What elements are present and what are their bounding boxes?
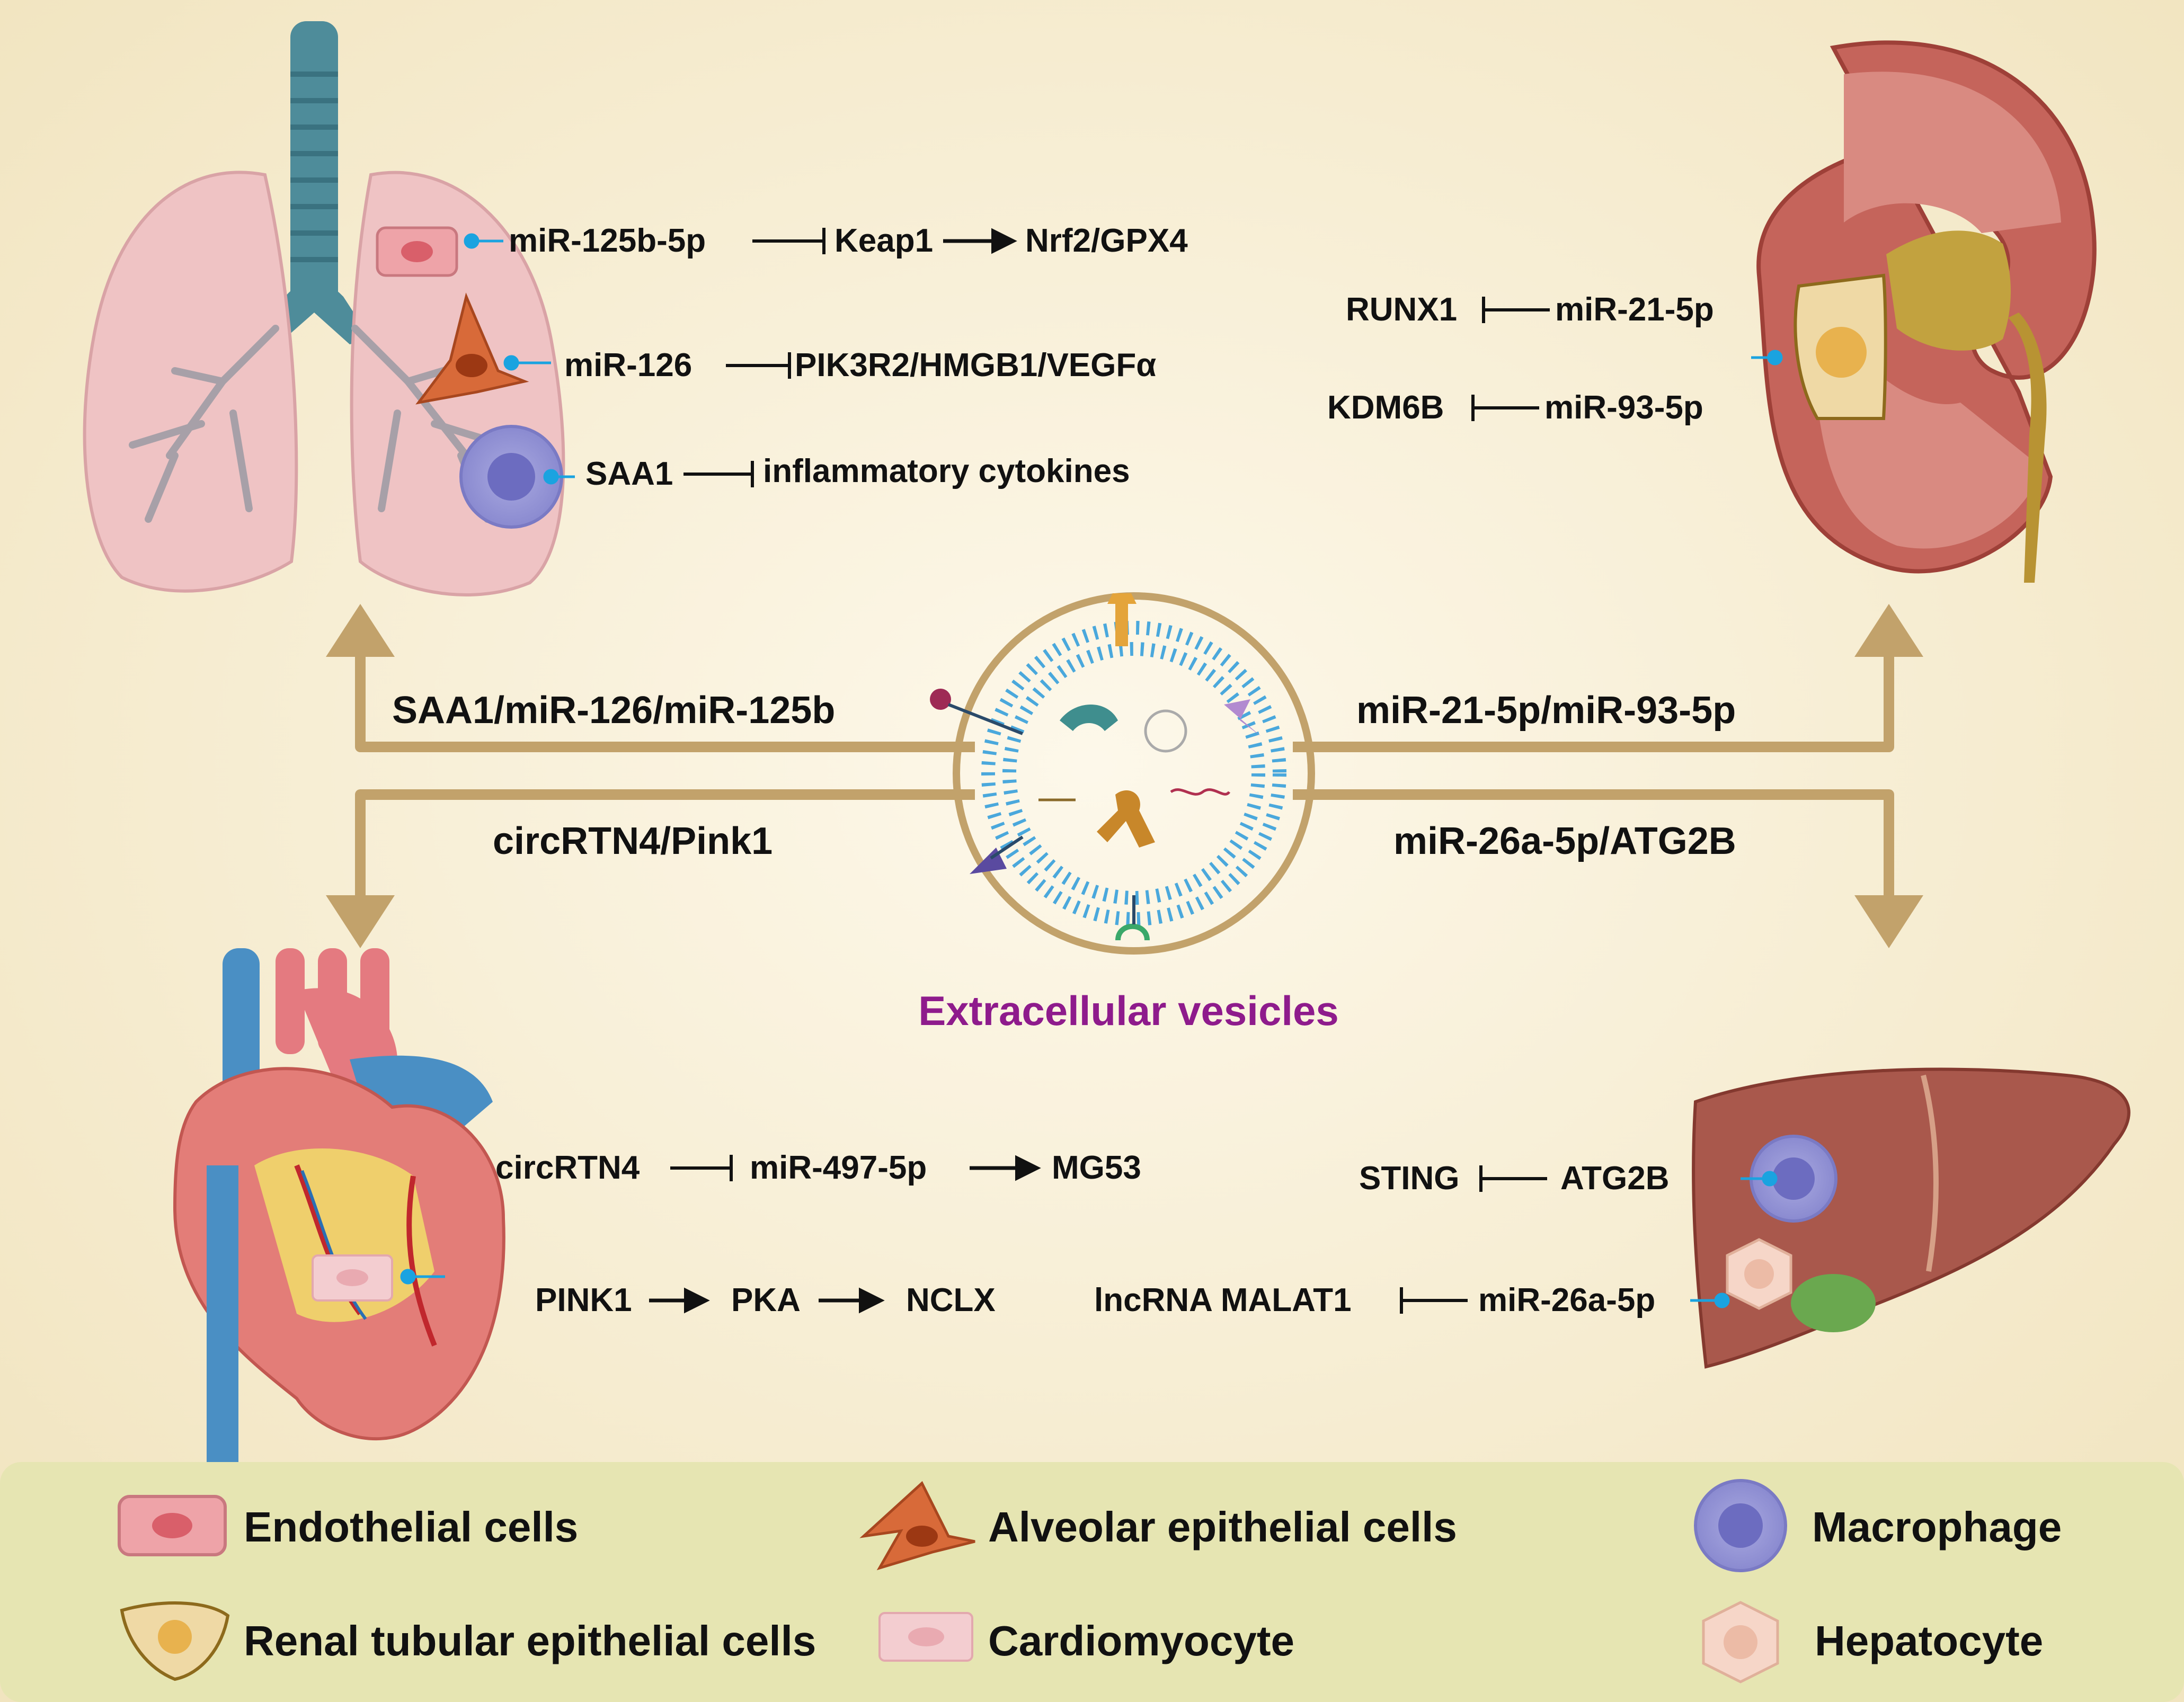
kidney-p1-source: miR-21-5p [1555, 291, 1714, 328]
kidney-p1-target: RUNX1 [1346, 291, 1457, 328]
legend-renal-label: Renal tubular epithelial cells [244, 1617, 816, 1664]
kidney-pathway-2: KDM6B miR-93-5p [1327, 389, 1703, 426]
legend-endothelial-icon [118, 1495, 227, 1556]
kidney-p2-target: KDM6B [1327, 389, 1444, 426]
liver-p2-target: lncRNA MALAT1 [1094, 1282, 1352, 1318]
legend-endothelial-label: Endothelial cells [244, 1503, 578, 1550]
kidney-p2-source: miR-93-5p [1544, 389, 1703, 426]
arrowhead-liver [1854, 895, 1923, 948]
arrow-to-lung [355, 646, 975, 752]
ev-title: Extracellular vesicles [918, 987, 1339, 1034]
lung-macrophage-cell [459, 425, 563, 529]
liver-pathway-2: lncRNA MALAT1 miR-26a-5p [1094, 1282, 1655, 1318]
legend-renal-icon [120, 1601, 230, 1681]
label-to-kidney: miR-21-5p/miR-93-5p [1356, 689, 1736, 732]
pointer-dot [543, 469, 559, 485]
pointer-dot [1762, 1171, 1778, 1187]
extracellular-vesicle [930, 592, 1315, 955]
arrowhead-lung [326, 604, 395, 657]
legend-cardiomyocyte-label: Cardiomyocyte [988, 1617, 1294, 1664]
heart-p2-mid: PKA [731, 1282, 801, 1318]
kidney-illustration [1756, 40, 2097, 583]
lung-illustration [83, 21, 565, 596]
lung-pathway-2: miR-126 PIK3R2/HMGB1/VEGFα [564, 347, 1156, 384]
lung-p1-mid: Keap1 [834, 222, 933, 259]
heart-p2-target: NCLX [906, 1282, 996, 1318]
arrow-to-heart [355, 789, 975, 901]
arrowhead-kidney [1854, 604, 1923, 657]
liver-p1-target: STING [1359, 1160, 1459, 1197]
arrow-to-kidney [1293, 646, 1894, 752]
legend-hepatocyte-label: Hepatocyte [1815, 1617, 2043, 1664]
pointer-dot [464, 233, 480, 249]
legend-cardiomyocyte-icon [878, 1612, 973, 1662]
label-to-heart: circRTN4/Pink1 [493, 820, 773, 862]
heart-pathway-2: PINK1 PKA NCLX [535, 1282, 996, 1318]
arrow-to-liver [1293, 789, 1894, 901]
lung-endothelial-cell [376, 226, 458, 277]
pointer-dot [400, 1269, 416, 1285]
lung-p2-target: PIK3R2/HMGB1/VEGFα [795, 347, 1156, 384]
label-to-lung: SAA1/miR-126/miR-125b [392, 689, 835, 732]
lung-pathway-1: miR-125b-5p Keap1 Nrf2/GPX4 [509, 222, 1188, 259]
kidney-pathway-1: RUNX1 miR-21-5p [1346, 291, 1714, 328]
heart-p1-source: circRTN4 [495, 1149, 640, 1186]
label-to-liver: miR-26a-5p/ATG2B [1393, 820, 1736, 862]
heart-p1-target: MG53 [1052, 1149, 1141, 1186]
liver-illustration [1692, 1067, 2130, 1369]
legend-hepatocyte-icon [1702, 1601, 1779, 1683]
legend-alveolar-icon [859, 1481, 975, 1571]
legend-macrophage-icon [1694, 1479, 1787, 1572]
lung-p3-source: SAA1 [585, 456, 673, 492]
lung-p3-target: inflammatory cytokines [763, 453, 1130, 489]
lung-p1-target: Nrf2/GPX4 [1025, 222, 1188, 259]
liver-p2-source: miR-26a-5p [1478, 1282, 1655, 1318]
pointer-dot [1767, 350, 1783, 366]
liver-p1-source: ATG2B [1560, 1160, 1670, 1197]
legend-alveolar-label: Alveolar epithelial cells [988, 1503, 1457, 1550]
legend-macrophage-label: Macrophage [1812, 1503, 2062, 1550]
heart-p2-source: PINK1 [535, 1282, 632, 1318]
arrowhead-heart [326, 895, 395, 948]
lung-p2-source: miR-126 [564, 347, 692, 384]
ev-arrows [355, 646, 1894, 901]
pointer-dot [503, 355, 519, 371]
pointer-dot [1714, 1293, 1730, 1308]
lung-alveolar-cell [415, 292, 529, 405]
lung-p1-source: miR-125b-5p [509, 222, 706, 259]
legend-panel: Endothelial cells Alveolar epithelial ce… [0, 1462, 2184, 1702]
lung-pathway-3: SAA1 inflammatory cytokines [585, 453, 1130, 492]
heart-illustration [173, 948, 505, 1483]
liver-pathway-1: STING ATG2B [1359, 1160, 1670, 1197]
heart-pathway-1: circRTN4 miR-497-5p MG53 [495, 1149, 1141, 1186]
heart-p1-mid: miR-497-5p [750, 1149, 927, 1186]
